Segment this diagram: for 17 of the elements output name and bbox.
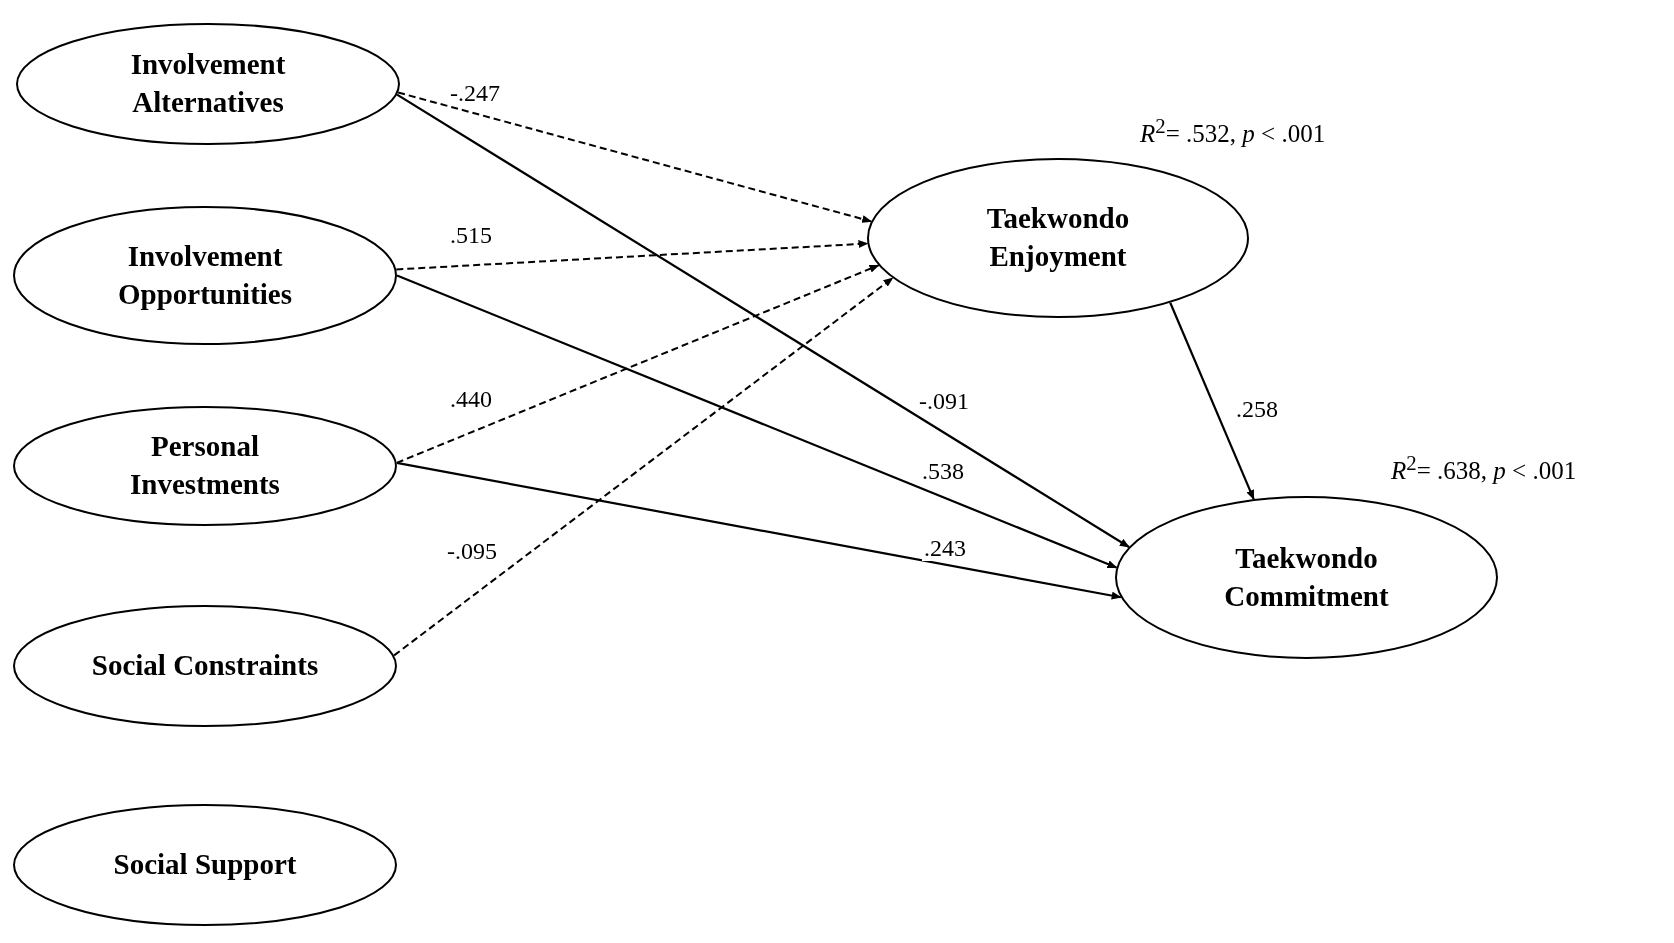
construct-label: Social Support: [113, 847, 297, 883]
path-arrow: [397, 91, 873, 223]
path-arrow: [395, 240, 869, 271]
construct-label: Taekwondo Commitment: [1223, 540, 1390, 614]
path-arrow: [1169, 302, 1255, 501]
construct-label: Involvement Opportunities: [117, 238, 293, 312]
path-arrow: [395, 264, 880, 464]
construct-label: Involvement Alternatives: [129, 47, 287, 120]
construct-label: Personal Investments: [129, 429, 281, 502]
construct-label: Social Constraints: [91, 648, 319, 684]
r-squared-note: R$^{2}$= .532, p < .001: [1140, 114, 1326, 149]
path-arrow: [396, 93, 1130, 548]
path-arrow: [396, 461, 1122, 600]
construct-label: Taekwondo Enjoyment: [985, 201, 1131, 274]
path-arrow: [396, 274, 1118, 569]
path-arrow: [393, 277, 894, 657]
r-squared-note: R$^{2}$= .638, p < .001: [1391, 451, 1577, 486]
